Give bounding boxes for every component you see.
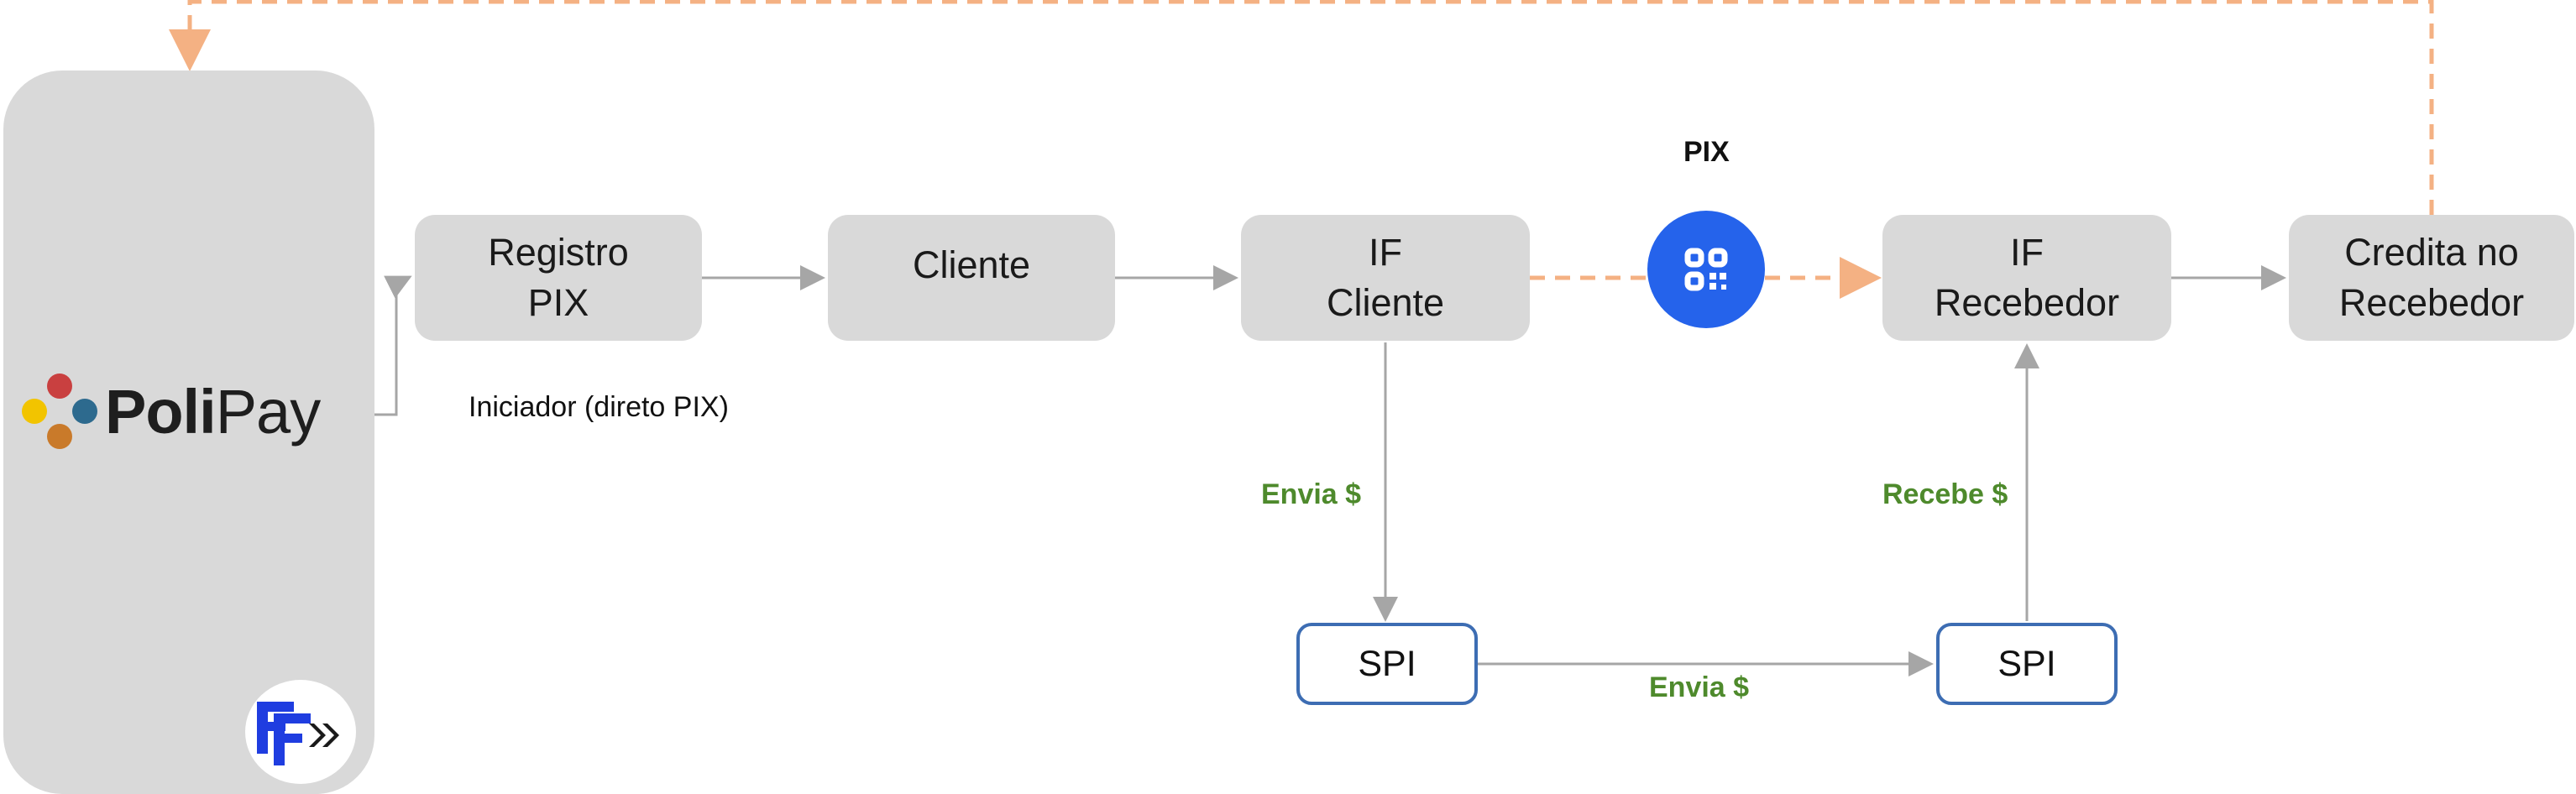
dashed-feedback-loop bbox=[169, 0, 2434, 215]
polipay-dots-icon bbox=[22, 373, 97, 449]
spi-box-left: SPI bbox=[1296, 623, 1478, 705]
pix-circle bbox=[1647, 211, 1765, 328]
credita-line2: Recebedor bbox=[2338, 281, 2525, 324]
box-if-recebedor: IF Recebedor bbox=[1882, 215, 2171, 341]
pix-label: PIX bbox=[1683, 136, 1730, 168]
spi-box-right: SPI bbox=[1936, 623, 2118, 705]
polipay-wordmark: PoliPay bbox=[105, 376, 322, 447]
ff-logo-icon bbox=[257, 702, 339, 765]
logo-light: Pay bbox=[215, 376, 322, 447]
if-recebedor-line1: IF bbox=[2010, 231, 2044, 274]
box-cliente: Cliente bbox=[828, 215, 1115, 341]
cliente-line1: Cliente bbox=[912, 243, 1031, 286]
if-cliente-line1: IF bbox=[1368, 231, 1402, 274]
ff-badge bbox=[245, 680, 356, 784]
envia-down-label: Envia $ bbox=[1261, 478, 1362, 510]
iniciador-label: Iniciador (direto PIX) bbox=[469, 391, 729, 423]
qr-code-icon bbox=[1684, 248, 1728, 291]
if-cliente-line2: Cliente bbox=[1326, 281, 1445, 324]
box-if-cliente: IF Cliente bbox=[1241, 215, 1530, 341]
recebe-up-label: Recebe $ bbox=[1882, 478, 2008, 510]
if-recebedor-line2: Recebedor bbox=[1934, 281, 2120, 324]
box-credita-recebedor: Credita no Recebedor bbox=[2289, 215, 2574, 341]
registro-line2: PIX bbox=[527, 281, 589, 324]
envia-bottom-label: Envia $ bbox=[1649, 671, 1750, 703]
logo-bold: Poli bbox=[105, 376, 217, 447]
credita-line1: Credita no bbox=[2344, 231, 2519, 274]
polipay-logo: PoliPay bbox=[21, 373, 322, 449]
arrow-panel-to-registro bbox=[374, 275, 412, 416]
registro-line1: Registro bbox=[488, 231, 629, 274]
